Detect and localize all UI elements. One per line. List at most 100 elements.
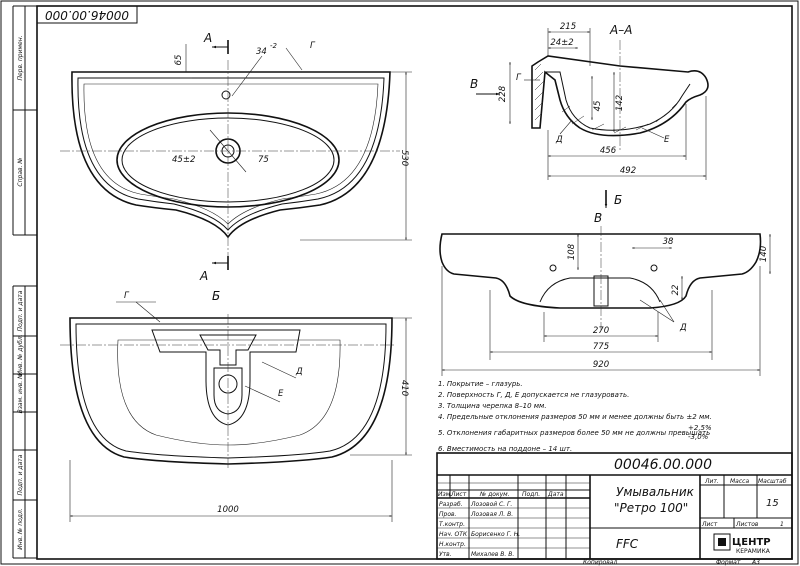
view-v-title: В: [594, 211, 602, 225]
format-label: Формат: [716, 559, 741, 566]
stamp-ref-no: Справ. №: [17, 157, 24, 186]
dim-142: 142: [615, 95, 625, 111]
view-v-marker-label: В: [470, 77, 478, 91]
copied-label: Копировал: [583, 559, 617, 566]
dim-38: 38: [663, 237, 674, 247]
dim-108: 108: [567, 243, 577, 260]
dim-45-section: 45: [593, 101, 603, 112]
col-header-sign: Подп.: [522, 491, 540, 498]
top-view-dims: 65 34 -2 Г 45±2 75 530: [172, 41, 412, 241]
stamp-dup-inv: Инв. № дубл.: [17, 334, 24, 375]
dim-228: 228: [498, 85, 508, 102]
sheet-label: Лист: [701, 521, 718, 528]
dim-65: 65: [174, 55, 184, 66]
view-v: [439, 226, 762, 330]
note-2: 2. Поверхность Г, Д, Е допускается не гл…: [438, 391, 629, 399]
stamp-repl-inv: Взам. инв. №: [17, 373, 24, 414]
note-5-tol-plus: +2,5%: [688, 424, 712, 432]
product-model: "Ретро 100": [614, 501, 688, 515]
col-header-list: Лист: [450, 491, 467, 498]
dim-45: 45±2: [172, 155, 195, 165]
label-e-bottom: Е: [278, 389, 284, 399]
stamp-sign-date-2: Подп. и дата: [17, 454, 24, 495]
label-e-section: Е: [664, 135, 670, 145]
section-aa-dims: 215 24±2 228 В Г 45 142 Д Е 456 492 Б: [470, 22, 707, 208]
side-stamp-column: Перв. примен. Справ. № Подп. и дата Инв.…: [12, 5, 37, 559]
sheets-value: 1: [780, 521, 784, 528]
format-value: А3: [751, 559, 760, 566]
dim-1000: 1000: [217, 505, 239, 515]
dim-775: 775: [593, 342, 609, 352]
dim-24: 24±2: [550, 38, 573, 48]
label-d-bottom: Д: [295, 367, 303, 377]
col-header-date: Дата: [547, 491, 564, 498]
top-doc-code: 00046.00.000: [45, 8, 129, 22]
name-developer: Лозовой С. Г.: [470, 501, 512, 508]
material-label: FFC: [616, 537, 639, 551]
label-g-bottom: Г: [124, 291, 130, 301]
section-a-markers: А А: [199, 31, 229, 283]
scale-label: Масштаб: [758, 478, 787, 485]
name-qc-head: Борисенко Г. Н.: [471, 531, 520, 538]
dim-75: 75: [258, 155, 269, 165]
dim-530: 530: [399, 150, 409, 166]
company-logo-icon: [713, 533, 731, 551]
name-approver: Михалев В. В.: [471, 551, 514, 558]
role-developer: Разраб.: [439, 501, 463, 508]
scale-value: 15: [766, 498, 779, 509]
view-v-dims: 108 38 22 140 Д 270 775 920: [441, 234, 771, 376]
title-doc-code: 00046.00.000: [614, 457, 712, 473]
dim-140: 140: [759, 246, 769, 262]
lit-label: Лит.: [704, 478, 719, 485]
label-d-view-v: Д: [679, 323, 687, 333]
label-g-section: Г: [516, 73, 522, 83]
dim-270: 270: [593, 326, 609, 336]
note-3: 3. Толщина черепка 8–10 мм.: [438, 402, 547, 410]
stamp-sign-date-1: Подп. и дата: [17, 290, 24, 331]
dim-215: 215: [560, 22, 576, 32]
top-view: [60, 60, 400, 260]
note-6: 6. Вместимость на поддоне – 14 шт.: [438, 445, 572, 453]
bottom-view-dims: Г Д Е 410 1000: [69, 291, 412, 522]
note-5-tol-minus: -3,0%: [688, 433, 709, 441]
stamp-orig-inv: Инв. № подл.: [17, 508, 24, 549]
dim-410: 410: [399, 380, 409, 396]
section-aa-view: [531, 40, 709, 150]
title-block: 00046.00.000 Изм. Лист № докум. Подп. Да…: [436, 452, 793, 566]
role-approver: Утв.: [439, 551, 452, 558]
section-a-label-bottom: А: [199, 269, 208, 283]
note-4: 4. Предельные отклонения размеров 50 мм …: [438, 413, 712, 421]
sheets-label: Листов: [735, 521, 759, 528]
view-b-marker-label: Б: [614, 193, 622, 207]
note-5: 5. Отклонения габаритных размеров более …: [438, 429, 710, 437]
dim-920: 920: [593, 360, 609, 370]
label-d-section: Д: [555, 135, 563, 145]
bottom-view: [60, 314, 396, 470]
role-checker: Пров.: [439, 511, 457, 518]
name-checker: Лозовая Л. В.: [470, 511, 513, 518]
col-header-izm: Изм.: [438, 491, 452, 498]
section-aa-title: А–А: [609, 23, 632, 37]
dim-492: 492: [620, 166, 636, 176]
role-qc-head: Нач. ОТК: [439, 531, 468, 538]
role-tech-control: Т.контр.: [439, 521, 465, 528]
product-name: Умывальник: [616, 485, 695, 499]
notes-block: 1. Покрытие – глазурь. 2. Поверхность Г,…: [438, 380, 712, 453]
stamp-first-use: Перв. примен.: [17, 35, 24, 80]
mass-label: Масса: [730, 478, 749, 485]
note-1: 1. Покрытие – глазурь.: [438, 380, 523, 388]
dim-34-tolerance: -2: [270, 42, 278, 50]
role-norm-control: Н.контр.: [439, 541, 466, 548]
dim-22: 22: [671, 285, 681, 296]
dim-34: 34: [256, 47, 267, 57]
view-b-title: Б: [212, 289, 220, 303]
company-subtitle: КЕРАМИКА: [736, 548, 771, 555]
inner-frame: [36, 5, 793, 560]
company-logo-mark-icon: [718, 538, 726, 546]
top-code-box: 00046.00.000: [36, 5, 138, 24]
dim-456: 456: [600, 146, 617, 156]
col-header-doc-no: № докум.: [479, 491, 510, 498]
